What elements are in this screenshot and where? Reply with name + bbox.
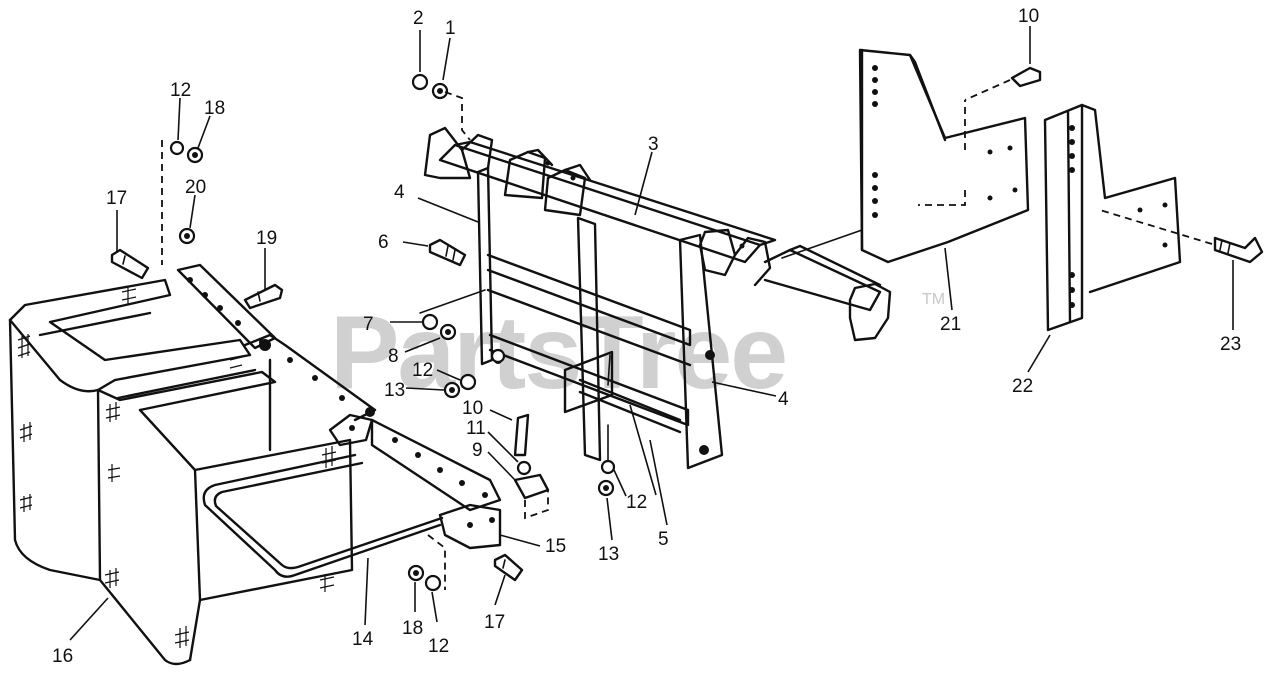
callout-13-right: 13 bbox=[598, 544, 619, 565]
part-6-bolt bbox=[428, 238, 467, 267]
part-5-cross-bars bbox=[578, 378, 682, 434]
callout-22: 22 bbox=[1012, 376, 1033, 397]
callout-14: 14 bbox=[352, 629, 374, 650]
part-9-10-11-hardware bbox=[513, 413, 550, 520]
part-12-13-hardware-left bbox=[443, 348, 506, 399]
callout-3: 3 bbox=[648, 134, 659, 155]
part-3-main-bracket bbox=[423, 126, 892, 342]
callout-5: 5 bbox=[658, 529, 669, 550]
callout-16: 16 bbox=[52, 646, 73, 667]
callout-18-bottom: 18 bbox=[402, 618, 423, 639]
callout-20: 20 bbox=[185, 177, 206, 198]
part-18-12-hardware-bottom bbox=[407, 534, 446, 592]
watermark-trademark: TM bbox=[922, 291, 945, 308]
callout-12-right: 12 bbox=[626, 492, 647, 513]
part-1-2-nuts bbox=[411, 73, 471, 141]
callout-1: 1 bbox=[445, 18, 456, 39]
watermark: PartsTree TM bbox=[330, 291, 945, 411]
callout-10-mid: 10 bbox=[462, 398, 483, 419]
callout-10-top: 10 bbox=[1018, 6, 1039, 27]
part-7-8-hardware bbox=[419, 289, 486, 341]
part-16-grass-bag bbox=[8, 278, 354, 666]
callout-17-left: 17 bbox=[106, 188, 127, 209]
part-17-bolt-left bbox=[110, 248, 150, 280]
callout-2: 2 bbox=[413, 8, 424, 29]
callout-12-mid: 12 bbox=[412, 360, 433, 381]
part-19-bolt bbox=[243, 283, 284, 310]
callout-4-left: 4 bbox=[394, 182, 405, 203]
callout-6: 6 bbox=[378, 232, 389, 253]
part-14-handle bbox=[202, 453, 444, 578]
part-23-bolt bbox=[1099, 209, 1264, 264]
callout-19: 19 bbox=[256, 228, 277, 249]
callout-15: 15 bbox=[545, 536, 566, 557]
callout-11: 11 bbox=[466, 418, 486, 439]
connector-line-21 bbox=[781, 229, 863, 259]
callout-12-top: 12 bbox=[170, 80, 191, 101]
callout-9: 9 bbox=[472, 440, 483, 461]
callout-4-right: 4 bbox=[778, 389, 789, 410]
part-10-bolt-top bbox=[964, 66, 1042, 101]
callout-17-right: 17 bbox=[484, 612, 505, 633]
callout-8: 8 bbox=[388, 346, 399, 367]
callout-12-bottom: 12 bbox=[428, 636, 449, 657]
leader-lines bbox=[69, 26, 1234, 641]
part-21-hitch-plate bbox=[858, 48, 1030, 264]
callout-13-left: 13 bbox=[384, 380, 405, 401]
callout-23: 23 bbox=[1220, 334, 1241, 355]
part-17-bolt-right bbox=[493, 553, 524, 582]
callout-18-top: 18 bbox=[204, 98, 225, 119]
callout-7: 7 bbox=[363, 314, 374, 335]
part-12-18-20-hardware-top bbox=[161, 140, 204, 265]
part-15-hinge-plates bbox=[176, 263, 502, 550]
part-4-frame bbox=[476, 166, 724, 470]
part-12-13-hardware-right bbox=[597, 424, 616, 497]
callout-21: 21 bbox=[940, 314, 961, 335]
callout-labels: 2 1 3 4 6 7 8 12 13 10 11 9 12 13 5 4 15… bbox=[52, 6, 1241, 667]
part-22-hitch-plate bbox=[1043, 103, 1182, 332]
